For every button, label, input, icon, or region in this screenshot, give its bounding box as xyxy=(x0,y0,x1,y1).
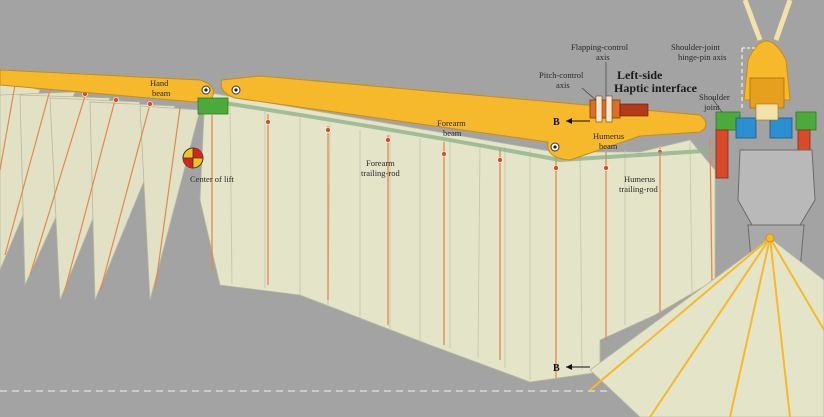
section-marker-bottom-label: B xyxy=(553,363,560,374)
forearm-beam-label-1: Forearm xyxy=(437,118,466,128)
haptic-interface-label-1: Left-side xyxy=(617,68,663,82)
shoulder-joint-label-2: joint xyxy=(703,102,720,112)
hand-feather-rods xyxy=(0,84,181,293)
forearm-beam xyxy=(220,75,707,161)
forearm-beam-label-2: beam xyxy=(443,128,462,138)
shoulder-joint-axis-label-1: Shoulder-joint xyxy=(671,42,721,52)
humerus-beam-label-2: beam xyxy=(599,141,618,151)
pitch-control-label-1: Pitch-control xyxy=(539,70,584,80)
forearm-rods xyxy=(211,100,713,378)
section-marker-top: B xyxy=(553,117,590,128)
forearm-trailing-rod-label-1: Forearm xyxy=(366,158,395,168)
forearm-trailing-rod-label-2: trailing-rod xyxy=(361,168,400,178)
pilot-helmet xyxy=(742,0,793,121)
forearm-membrane xyxy=(199,91,716,383)
haptic-interface-label-2: Haptic interface xyxy=(614,81,698,95)
shoulder-joint-axis-label-2: hinge-pin axis xyxy=(678,52,726,62)
flapping-control-label-1: Flapping-control xyxy=(571,42,629,52)
leader-lines xyxy=(581,62,723,113)
section-marker-bottom: B xyxy=(553,363,590,374)
shoulder-joint-label-1: Shoulder xyxy=(699,92,730,102)
center-of-lift-marker xyxy=(182,147,204,169)
humerus-trailing-rod-label-2: trailing-rod xyxy=(619,184,658,194)
pitch-control-label-2: axis xyxy=(556,80,570,90)
beam-joint-centers xyxy=(204,88,557,149)
hand-feathers xyxy=(0,79,201,301)
center-of-lift-label: Center of lift xyxy=(190,174,235,184)
flapping-control-label-2: axis xyxy=(596,52,610,62)
humerus-beam-label-1: Humerus xyxy=(593,131,624,141)
hand-beam-label-2: beam xyxy=(152,88,171,98)
haptic-interface-mechanism xyxy=(589,95,649,123)
humerus-trailing-rod-label-1: Humerus xyxy=(624,174,655,184)
hand-beam-label-1: Hand xyxy=(150,78,169,88)
tail-fan xyxy=(589,233,824,417)
forearm-trailing-rod xyxy=(204,98,721,163)
section-marker-top-label: B xyxy=(553,117,560,128)
wrist-mechanism xyxy=(197,97,229,115)
